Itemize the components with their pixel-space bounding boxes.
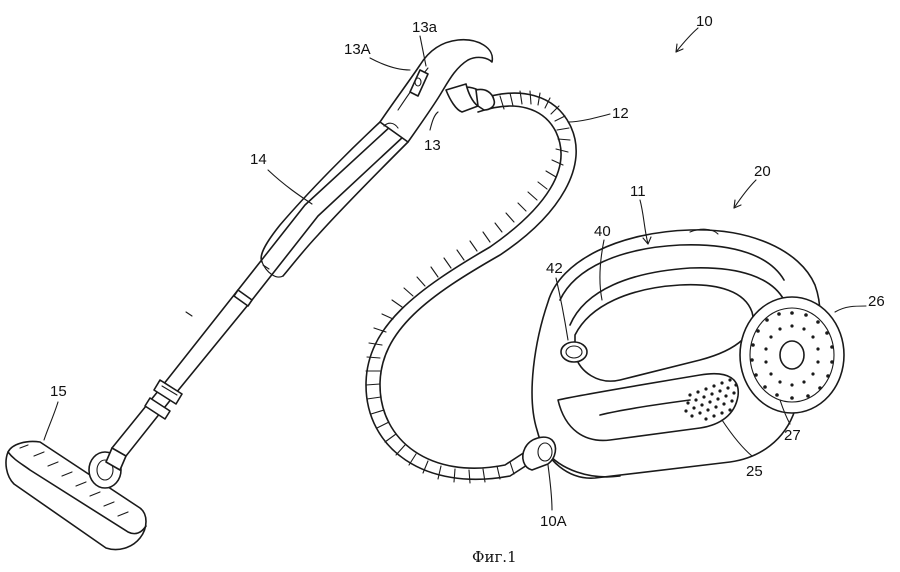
label-15: 15 [50, 383, 67, 400]
vent-holes [684, 378, 738, 421]
hand-grip [379, 38, 496, 143]
label-42: 42 [546, 260, 563, 277]
label-13: 13 [424, 137, 441, 154]
label-14: 14 [250, 151, 267, 168]
flexible-hose [365, 90, 577, 484]
wheel-perforations [750, 311, 834, 400]
label-10: 10 [696, 13, 713, 30]
label-10A: 10A [540, 513, 567, 530]
leader-lines [43, 27, 867, 511]
reference-numerals: 10 13a 13A 12 13 14 20 11 40 42 26 15 27… [50, 13, 885, 530]
label-13a: 13a [412, 19, 438, 36]
extension-pipe [111, 121, 409, 457]
figure-caption: Фиг.1 [472, 548, 517, 566]
label-13A: 13A [344, 41, 371, 58]
label-20: 20 [754, 163, 771, 180]
cleaner-body [522, 228, 821, 479]
label-26: 26 [868, 293, 885, 310]
floor-nozzle [5, 440, 147, 551]
label-11: 11 [630, 183, 646, 200]
label-40: 40 [594, 223, 611, 240]
label-27: 27 [784, 427, 801, 444]
rear-wheel [739, 296, 845, 414]
label-12: 12 [612, 105, 629, 122]
label-25: 25 [746, 463, 763, 480]
